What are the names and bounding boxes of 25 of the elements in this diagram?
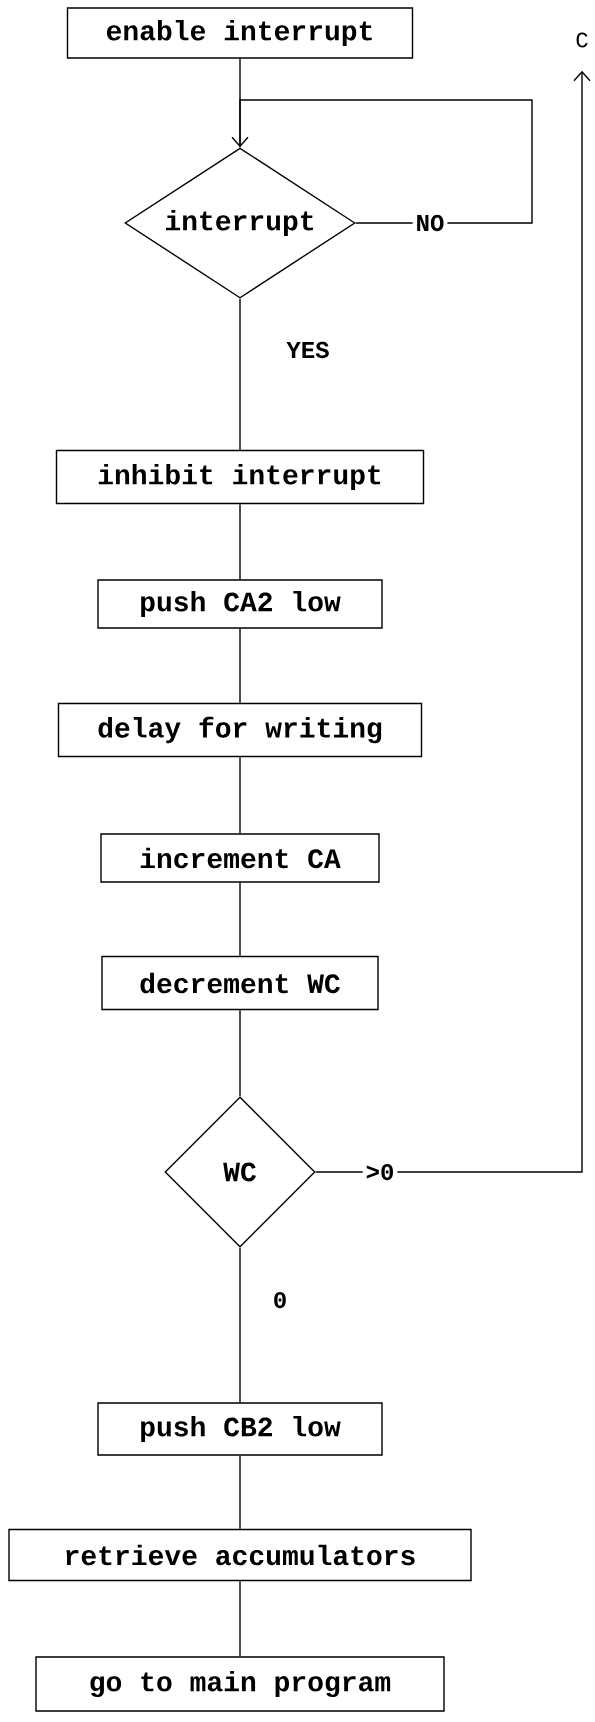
connector-line bbox=[239, 882, 241, 957]
process-box: push CA2 low bbox=[97, 579, 383, 629]
process-box: go to main program bbox=[35, 1656, 445, 1712]
process-box: increment CA bbox=[100, 833, 380, 883]
arrow bbox=[315, 70, 591, 1173]
process-box: decrement WC bbox=[101, 955, 379, 1011]
edge-label: 0 bbox=[269, 1288, 291, 1312]
connector-line bbox=[239, 1247, 241, 1403]
process-box: retrieve accumulators bbox=[8, 1528, 472, 1582]
connector-line bbox=[239, 1009, 241, 1097]
edge-label: YES bbox=[283, 338, 333, 362]
process-box: enable interrupt bbox=[66, 7, 414, 59]
connector-line bbox=[239, 1455, 241, 1530]
process-box: push CB2 low bbox=[97, 1402, 383, 1456]
process-box: delay for writing bbox=[57, 702, 423, 758]
connector-line bbox=[239, 298, 241, 451]
edge-label: >0 bbox=[362, 1160, 398, 1184]
connector-line bbox=[239, 503, 241, 580]
process-box: inhibit interrupt bbox=[55, 449, 425, 505]
connector-line bbox=[239, 1580, 241, 1657]
connector-line bbox=[239, 756, 241, 834]
connector-label: C bbox=[576, 32, 588, 48]
edge-label: NO bbox=[412, 211, 448, 235]
connector-line bbox=[239, 628, 241, 704]
arrow bbox=[231, 99, 533, 224]
